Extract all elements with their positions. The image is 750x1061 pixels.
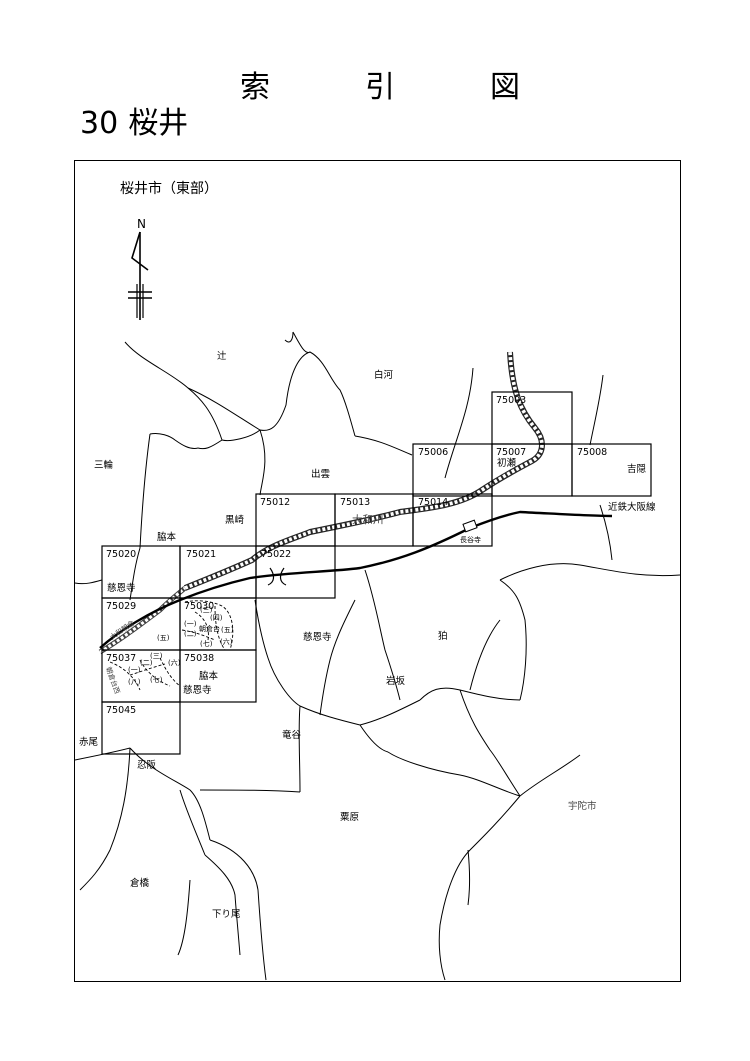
- sheet-75012[interactable]: 75012: [260, 497, 290, 508]
- place-asakura: 朝倉台: [199, 624, 220, 633]
- place-yoshikakushi: 吉隠: [627, 463, 647, 475]
- place-tsuji: 辻: [217, 350, 227, 362]
- map-name: 桜井: [128, 106, 189, 141]
- place-hasami: 狛: [438, 630, 448, 642]
- district-7b: (七): [150, 675, 163, 684]
- sheet-75029[interactable]: 75029: [106, 601, 136, 612]
- tunnel-mark-icon: [267, 567, 287, 586]
- district-5b: (五): [157, 634, 170, 642]
- sheet-75030[interactable]: 75030: [184, 601, 214, 612]
- place-miwa: 三輪: [94, 459, 114, 471]
- place-shirako: 白河: [374, 369, 394, 381]
- title-char-2: 引: [365, 70, 395, 105]
- sheet-75006[interactable]: 75006: [418, 447, 448, 458]
- map-frame: [74, 160, 681, 982]
- district-2b: (二): [140, 659, 153, 667]
- sheet-75037[interactable]: 75037: [106, 653, 136, 664]
- sheet-75014[interactable]: 75014: [418, 497, 448, 508]
- place-jionji-3: 慈恩寺: [183, 684, 212, 696]
- place-hase: 初瀬: [497, 457, 517, 469]
- place-jionji-1: 慈恩寺: [107, 582, 136, 594]
- district-3a: (三): [200, 606, 213, 614]
- place-wakimoto-1: 脇本: [157, 531, 177, 543]
- sheet-grid: [101, 391, 652, 755]
- sheet-75021[interactable]: 75021: [186, 549, 216, 560]
- district-labels: (一) (二) (三) (四) (五) (六) (七) (五) (一) (二) …: [128, 606, 234, 686]
- north-arrow-icon: N: [128, 217, 152, 320]
- place-osaka: 忍阪: [137, 760, 157, 771]
- sheet-75003[interactable]: 75003: [496, 395, 526, 406]
- sheet-75007[interactable]: 75007: [496, 447, 526, 458]
- district-2a: (二): [184, 630, 197, 638]
- place-shimoo: 下り尾: [212, 909, 241, 920]
- place-izumo: 出雲: [311, 468, 330, 480]
- boundary-lines: [74, 331, 681, 981]
- place-akao: 赤尾: [79, 737, 98, 748]
- place-ryudani: 竜谷: [282, 729, 302, 741]
- place-asakura-e: 朝倉台西: [104, 666, 122, 695]
- kintetsu-railway: [99, 510, 613, 649]
- north-label: N: [137, 217, 146, 231]
- district-6a: (六): [220, 637, 233, 646]
- map-number: 30: [80, 106, 119, 141]
- region-label: 桜井市（東部）: [120, 181, 218, 197]
- place-hasedera: 長谷寺: [460, 535, 481, 544]
- place-labels: 辻 白河 三輪 出雲 初瀬 吉隠 黒崎 脇本 大和川 近鉄大阪線 長谷寺 慈恩寺…: [79, 350, 656, 920]
- place-kurahashi: 倉橋: [130, 877, 150, 889]
- sheet-labels: 75003 75006 75007 75008 75012 75013 7501…: [106, 395, 607, 716]
- sheet-75045[interactable]: 75045: [106, 705, 136, 716]
- place-kurosaki: 黒崎: [225, 514, 245, 526]
- district-8b: (八): [128, 678, 141, 686]
- place-wakimoto-2: 脇本: [199, 670, 219, 682]
- sheet-75013[interactable]: 75013: [340, 497, 370, 508]
- sheet-75020[interactable]: 75020: [106, 549, 136, 560]
- sheet-75008[interactable]: 75008: [577, 447, 607, 458]
- district-1a: (一): [184, 620, 197, 628]
- title-char-1: 索: [240, 70, 270, 105]
- place-kurihara: 粟原: [340, 812, 359, 823]
- subdistrict-boundaries: [109, 600, 234, 691]
- sheet-75038[interactable]: 75038: [184, 653, 214, 664]
- sheet-75022[interactable]: 75022: [261, 549, 291, 560]
- district-3b: (三): [150, 652, 163, 660]
- place-kintetsu: 近鉄大阪線: [608, 501, 656, 513]
- place-uda: 宇陀市: [568, 800, 597, 812]
- map-subtitle: 30 桜井: [80, 98, 188, 142]
- title-char-3: 図: [490, 70, 520, 105]
- page-title: 索 引 図: [240, 62, 520, 106]
- district-4a: (四): [210, 614, 223, 622]
- place-iwasaka: 岩坂: [386, 675, 406, 687]
- district-5a: (五): [221, 626, 234, 634]
- district-1b: (一): [128, 666, 141, 674]
- place-jionji-2: 慈恩寺: [303, 631, 332, 643]
- district-6b: (六): [168, 658, 181, 667]
- place-yamatogawa: 大和川: [352, 513, 384, 526]
- district-7a: (七): [200, 639, 213, 648]
